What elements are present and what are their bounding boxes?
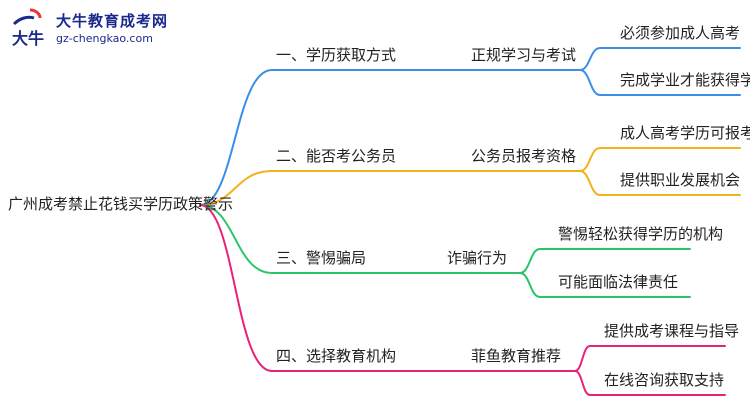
branch-1-leaf-2: 完成学业才能获得学历 [620, 71, 750, 89]
branch-2-leaf-2: 提供职业发展机会 [620, 171, 741, 189]
branch-4-main-connector [199, 204, 411, 372]
branch-2-leaf-1: 成人高考学历可报考 [620, 124, 750, 142]
branch-4-sub: 菲鱼教育推荐 [471, 347, 562, 365]
branch-2-main-connector [199, 170, 411, 206]
branch-3-leaf-1-connector [519, 248, 691, 274]
site-logo[interactable]: 大牛 大牛教育成考网 gz-chengkao.com [6, 4, 169, 52]
branch-1-main-connector [199, 69, 411, 206]
branch-3-leaf-2: 可能面临法律责任 [558, 273, 679, 291]
logo-mark-text: 大牛 [12, 29, 44, 48]
branch-1-leaf-1: 必须参加成人高考 [620, 24, 741, 42]
logo-mark-icon: 大牛 [12, 8, 44, 48]
branch-3-label: 三、警惕骗局 [276, 249, 367, 267]
logo-title: 大牛教育成考网 [56, 12, 169, 30]
branch-3-main-connector [199, 204, 391, 274]
branch-4-leaf-2-connector [574, 370, 726, 396]
branch-4-label: 四、选择教育机构 [276, 347, 397, 365]
branch-4-leaf-1-connector [574, 345, 726, 372]
branch-1-leaf-2-connector [579, 69, 741, 96]
logo-url: gz-chengkao.com [56, 32, 153, 45]
mindmap-root: 广州成考禁止花钱买学历政策警示 [8, 195, 234, 213]
branch-2-label: 二、能否考公务员 [276, 147, 397, 165]
branch-1-sub: 正规学习与考试 [471, 46, 577, 64]
branch-3-leaf-2-connector [519, 272, 691, 298]
branch-2-leaf-2-connector [579, 170, 741, 196]
branch-4-leaf-1: 提供成考课程与指导 [604, 322, 740, 340]
branch-3-leaf-1: 警惕轻松获得学历的机构 [558, 225, 724, 243]
branch-1-label: 一、学历获取方式 [276, 46, 397, 64]
branch-2-sub: 公务员报考资格 [471, 147, 577, 165]
branch-3-sub: 诈骗行为 [447, 249, 508, 267]
branch-4-leaf-2: 在线咨询获取支持 [604, 371, 725, 389]
branch-1-leaf-1-connector [579, 47, 741, 71]
branch-2-leaf-1-connector [579, 147, 741, 172]
